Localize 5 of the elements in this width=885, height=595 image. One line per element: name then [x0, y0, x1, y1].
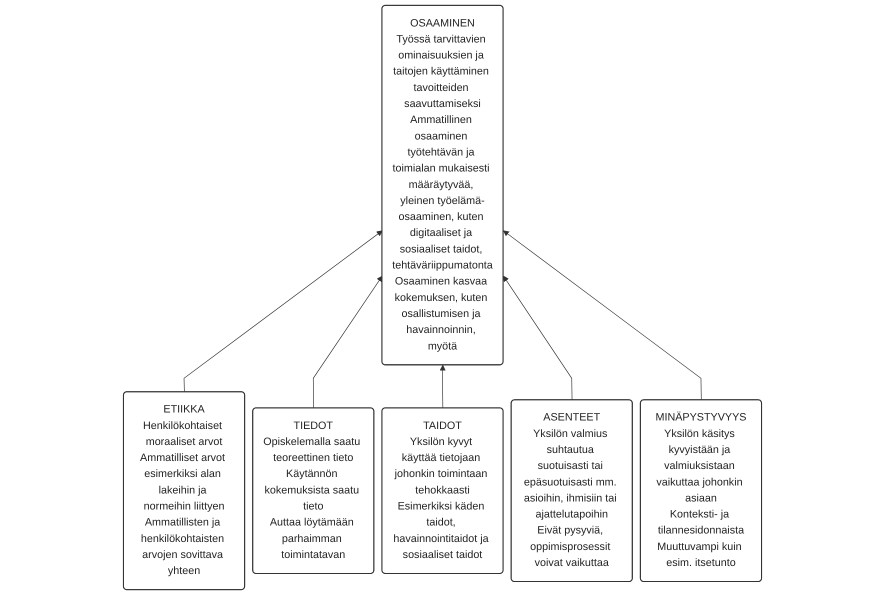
arrow — [312, 276, 383, 409]
arrow — [184, 230, 383, 392]
arrow — [440, 364, 446, 409]
arrow — [503, 230, 702, 400]
arrow — [503, 276, 572, 400]
